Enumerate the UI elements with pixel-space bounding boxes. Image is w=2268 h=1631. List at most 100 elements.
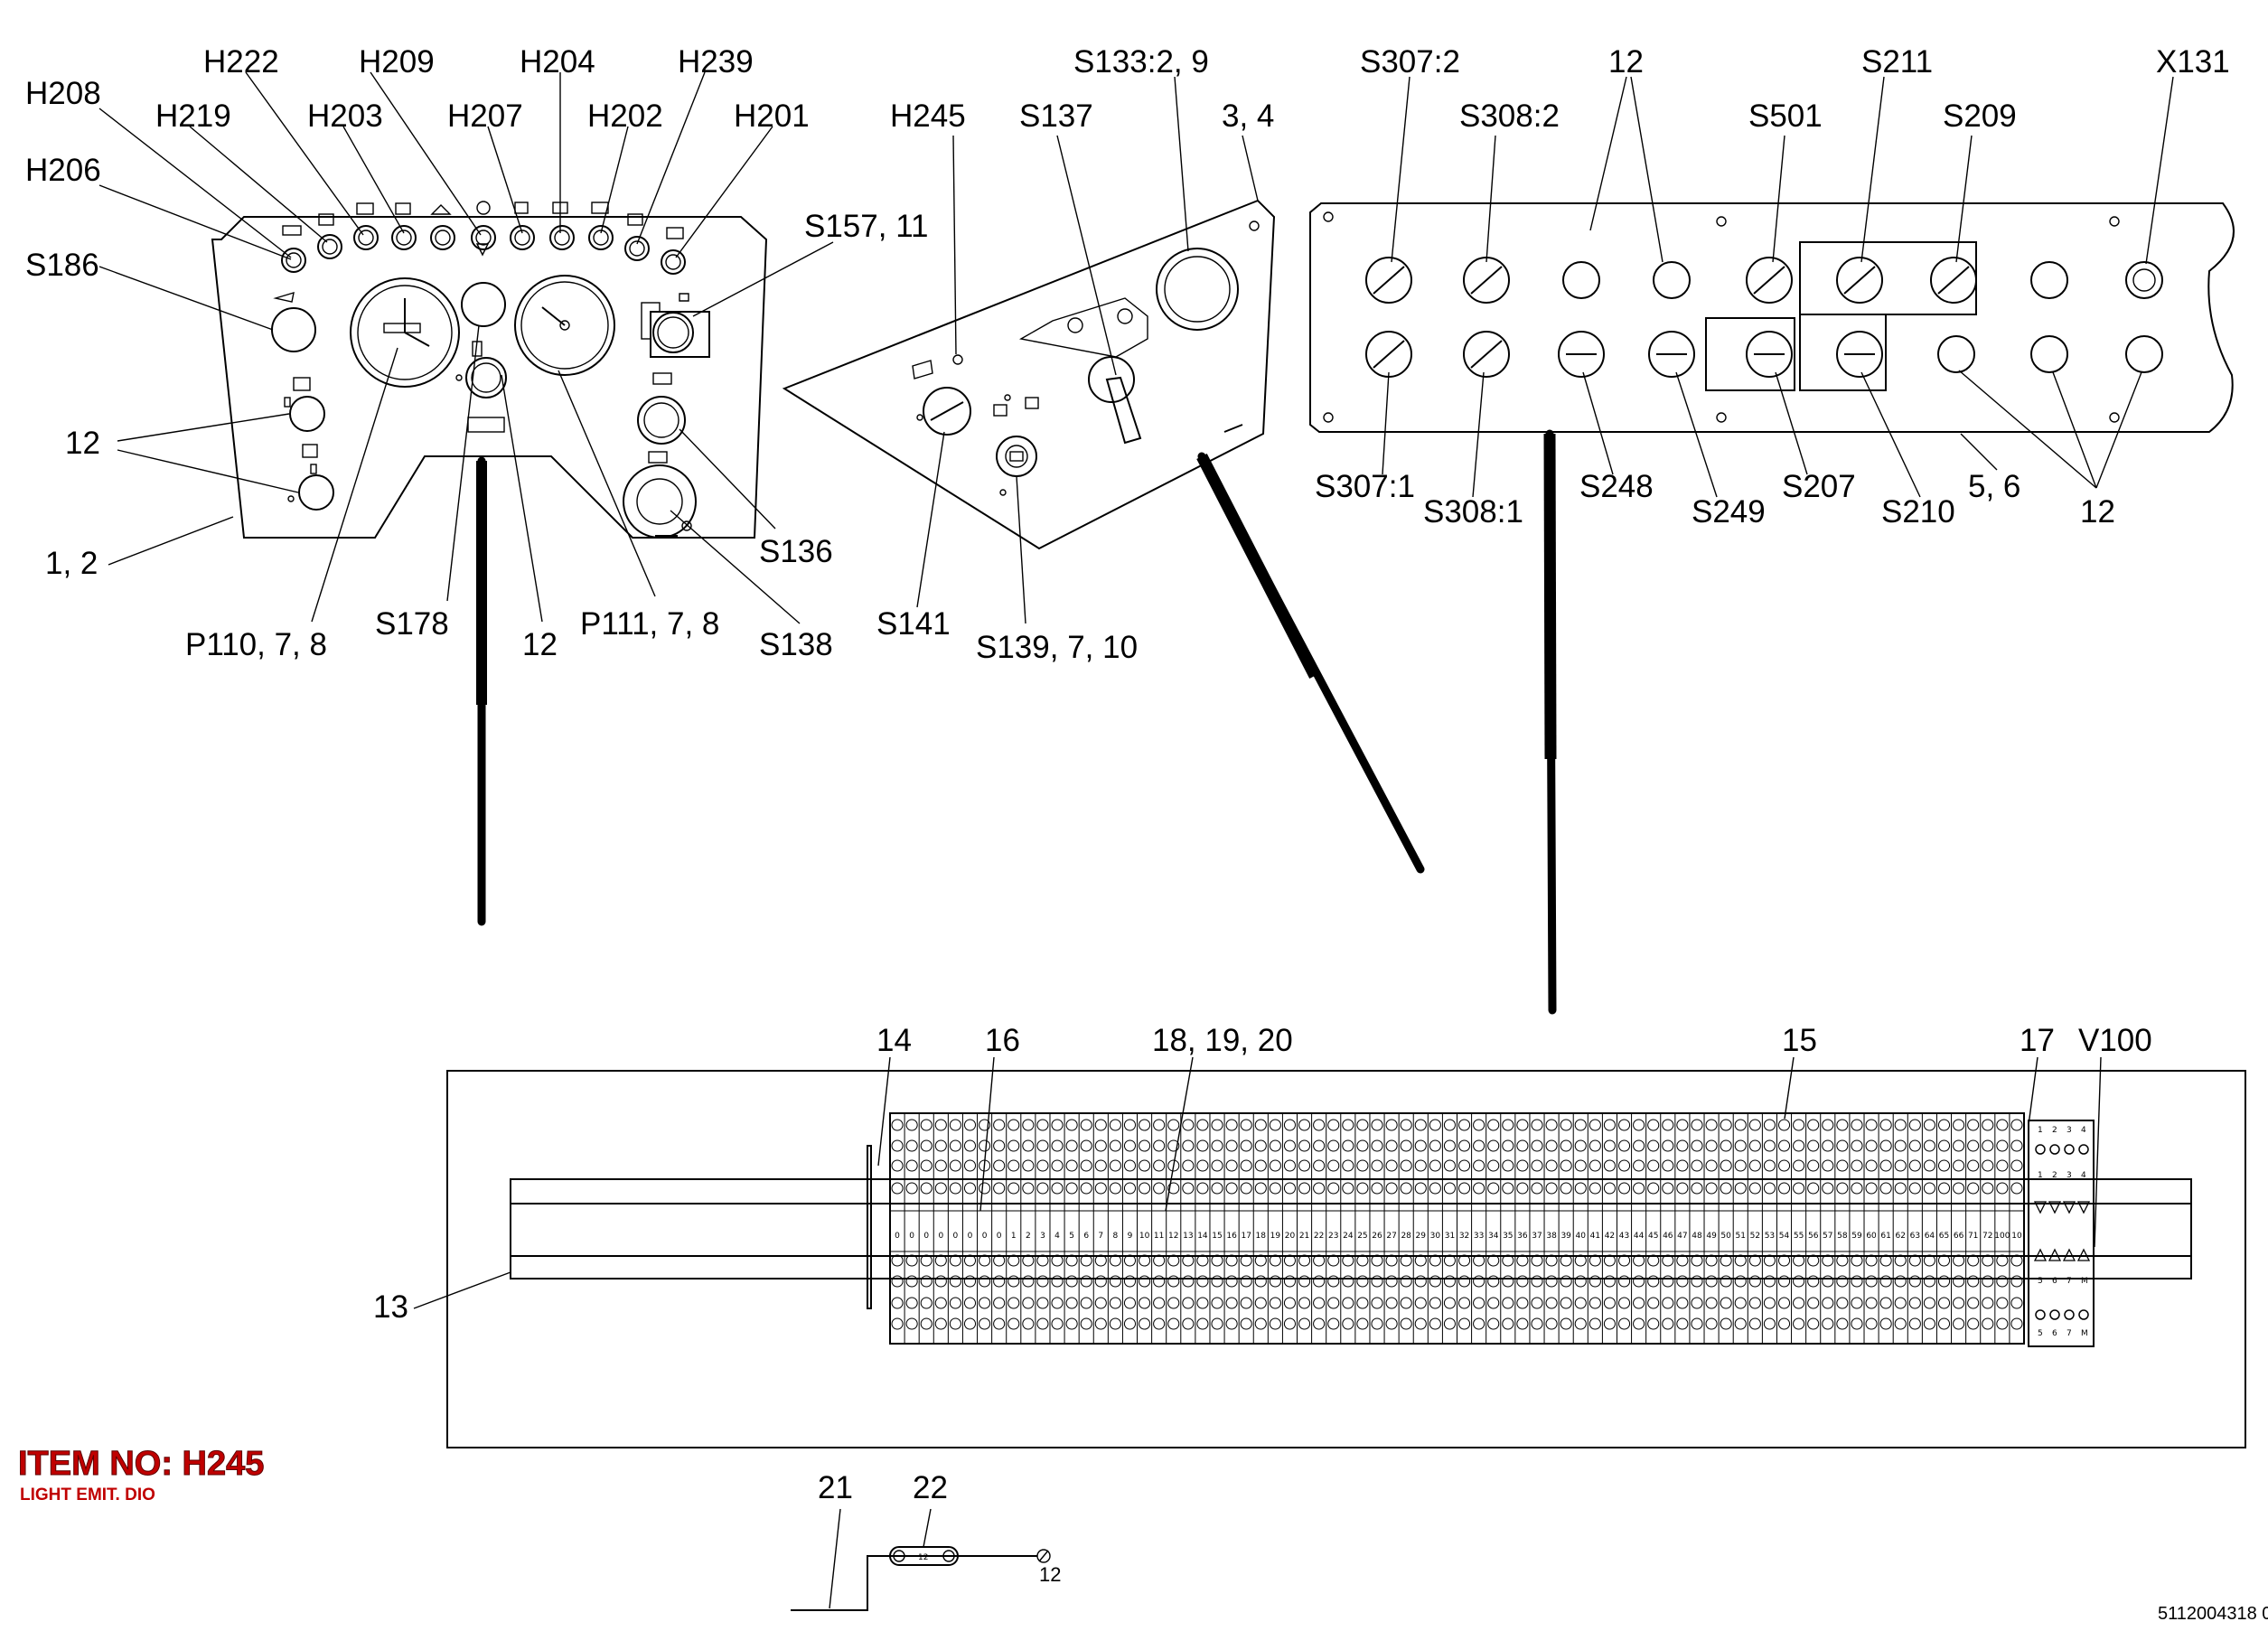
terminal-77: 10 [2009, 1113, 2023, 1344]
terminal-number: 49 [1706, 1232, 1717, 1241]
terminal-number: 0 [953, 1232, 959, 1241]
callout-14: 14 [876, 1023, 912, 1058]
terminal-number: 37 [1532, 1232, 1542, 1241]
terminal-8: 1 [1006, 1113, 1020, 1344]
switch-s157 [641, 293, 710, 358]
callout-s209: S209 [1943, 98, 2017, 134]
terminal-number: 30 [1430, 1232, 1441, 1241]
terminal-69: 62 [1892, 1113, 1907, 1344]
callout-h239: H239 [678, 44, 754, 80]
callout-s138: S138 [759, 627, 833, 662]
terminal-number: 10 [2011, 1232, 2022, 1241]
v100-top-label: 4 [2081, 1126, 2086, 1135]
terminal-number: 4 [1054, 1232, 1060, 1241]
callout-h201: H201 [734, 98, 810, 134]
terminal-number: 65 [1939, 1232, 1949, 1241]
terminal-59: 52 [1747, 1113, 1761, 1344]
terminal-40: 33 [1471, 1113, 1485, 1344]
diode-symbol [2062, 1248, 2076, 1261]
callout-h204: H204 [520, 44, 595, 80]
callout-s307-1: S307:1 [1315, 469, 1415, 504]
v100-top-label: 2 [2052, 1126, 2057, 1135]
terminal-54: 47 [1674, 1113, 1689, 1344]
terminal-number: 13 [1183, 1232, 1193, 1241]
terminal-number: 22 [1314, 1232, 1324, 1241]
callout-s186: S186 [25, 248, 99, 283]
terminal-52: 45 [1645, 1113, 1660, 1344]
terminal-number: 18 [1256, 1232, 1267, 1241]
gauge-p110 [350, 277, 460, 388]
terminal-5: 0 [961, 1113, 977, 1344]
callout-s139: S139, 7, 10 [976, 630, 1138, 665]
callout-s501: S501 [1748, 98, 1823, 134]
callouts-terminal-block: 14 16 18, 19, 20 15 17 V100 13 [373, 1023, 2152, 1325]
callout-h219: H219 [155, 98, 231, 134]
terminal-75: 72 [1980, 1113, 1994, 1344]
callout-s210: S210 [1881, 494, 1955, 530]
terminal-70: 63 [1907, 1113, 1921, 1344]
callouts-right-panel: S307:2 12 S308:2 S501 S211 S209 X131 S30… [1315, 44, 2230, 530]
callout-15: 15 [1782, 1023, 1817, 1058]
terminal-number: 47 [1677, 1232, 1687, 1241]
terminal-number: 25 [1357, 1232, 1367, 1241]
terminal-number: 42 [1605, 1232, 1615, 1241]
v100-screw [2049, 1144, 2060, 1155]
callout-12-top: 12 [1608, 44, 1644, 80]
switch-s138 [623, 451, 697, 539]
v100-bottom-label: M [2081, 1277, 2088, 1286]
terminal-number: 63 [1910, 1232, 1920, 1241]
terminal-number: 17 [1241, 1232, 1251, 1241]
terminal-number: 62 [1896, 1232, 1906, 1241]
terminal-number: 1 [1011, 1232, 1017, 1241]
terminal-35: 28 [1398, 1113, 1412, 1344]
terminal-number: 0 [997, 1232, 1002, 1241]
terminal-31: 24 [1340, 1113, 1354, 1344]
v100-top-label: 1 [2038, 1126, 2043, 1135]
terminal-47: 40 [1572, 1113, 1587, 1344]
terminal-66: 59 [1849, 1113, 1863, 1344]
callout-s137: S137 [1019, 98, 1093, 134]
callout-h245: H245 [890, 98, 966, 134]
v100-top-label-2: 1 [2038, 1171, 2043, 1180]
diode-symbol [2062, 1201, 2076, 1214]
document-number: 5112004318 01 [2158, 1604, 2268, 1624]
callout-13: 13 [373, 1289, 408, 1325]
callout-s211: S211 [1861, 44, 1933, 80]
terminal-73: 66 [1951, 1113, 1965, 1344]
terminal-37: 30 [1427, 1113, 1441, 1344]
terminal-number: 11 [1154, 1232, 1164, 1241]
terminal-28: 21 [1297, 1113, 1311, 1344]
terminal-number: 7 [1098, 1232, 1103, 1241]
terminal-number: 31 [1445, 1232, 1455, 1241]
callout-21: 21 [818, 1470, 853, 1505]
terminal-18: 11 [1151, 1113, 1166, 1344]
terminal-0: 0 [889, 1113, 904, 1344]
callout-12-middle: 12 [522, 627, 558, 662]
v100-screw [2078, 1309, 2089, 1320]
callout-h207: H207 [447, 98, 523, 134]
callout-h202: H202 [587, 98, 663, 134]
callout-h209: H209 [359, 44, 435, 80]
terminal-number: 57 [1823, 1232, 1832, 1241]
terminal-62: 55 [1791, 1113, 1805, 1344]
terminal-number: 26 [1372, 1232, 1382, 1241]
terminal-20: 13 [1180, 1113, 1195, 1344]
gauge-p111 [514, 275, 615, 376]
terminal-10: 3 [1035, 1113, 1049, 1344]
terminal-number: 41 [1590, 1232, 1600, 1241]
terminal-number: 14 [1197, 1232, 1208, 1241]
terminal-number: 24 [1343, 1232, 1354, 1241]
v100-screw [2035, 1144, 2046, 1155]
terminal-number: 36 [1517, 1232, 1528, 1241]
terminal-32: 25 [1354, 1113, 1369, 1344]
terminal-2: 0 [918, 1113, 933, 1344]
terminal-76: 100 [1994, 1113, 2010, 1344]
terminal-16: 9 [1121, 1113, 1137, 1344]
terminal-48: 41 [1587, 1113, 1601, 1344]
callouts-cable-detail: 21 22 12 12 [818, 1470, 1061, 1586]
callout-s307-2: S307:2 [1360, 44, 1460, 80]
terminal-21: 14 [1195, 1113, 1209, 1344]
